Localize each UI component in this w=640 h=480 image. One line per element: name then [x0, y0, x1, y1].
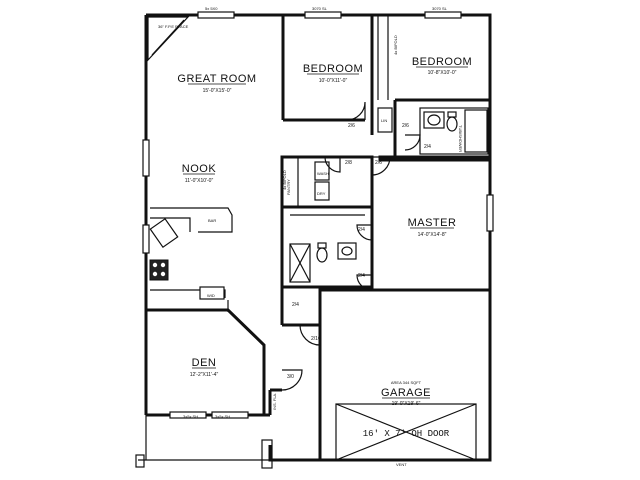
door-label-4: 2/8 — [345, 160, 352, 166]
bedroom1-dim: 10'-0"X11'-0" — [319, 78, 348, 84]
bath-toilet — [446, 116, 458, 132]
kitchen-sink — [149, 217, 179, 249]
window-bedroom-2 — [424, 11, 462, 19]
linen-closet — [377, 107, 393, 133]
den-name: DEN — [192, 357, 217, 369]
room-bedroom-2: BEDROOM 10'-8"X10'-0" — [412, 56, 472, 76]
window-label-2: 3070 SL — [312, 6, 328, 11]
door-label-2: 2/6 — [402, 123, 409, 129]
window-label-3: 3070 SL — [432, 6, 448, 11]
burner-3 — [152, 271, 158, 277]
hall-toilet — [316, 247, 328, 263]
master-dim: 14'-0"X14'-8" — [418, 232, 447, 238]
door-swing-hallbath — [356, 224, 373, 241]
room-bedroom-1: BEDROOM 10'-0"X11'-0" — [303, 63, 363, 84]
garage-area: AREA 344 SQFT — [391, 380, 422, 385]
burner-4 — [160, 271, 166, 277]
door-label-5: 2/6 — [375, 160, 382, 166]
bottom-label: VENT — [396, 462, 407, 467]
door-swing-master — [371, 156, 391, 176]
bedroom2-dim: 10'-8"X10'-0" — [428, 70, 457, 76]
bifold-label: 4x BIFOLD — [282, 170, 287, 190]
door-swing-bedroom1 — [346, 101, 366, 121]
room-nook: NOOK 11'-0"X10'-0" — [182, 163, 217, 184]
great-room-name: GREAT ROOM — [177, 73, 256, 85]
window-great-room — [197, 11, 235, 19]
kitchen-lower-counter — [150, 289, 226, 298]
door-label-7: 2/4 — [358, 273, 365, 279]
bedroom2-name: BEDROOM — [412, 56, 472, 68]
window-den-1 — [169, 411, 207, 419]
bath-sink — [427, 114, 441, 126]
fireplace-inner — [151, 19, 185, 56]
room-den: DEN 12'-2"X11'-4" — [190, 357, 219, 378]
door-swing-closet — [299, 324, 321, 346]
dry-label: DRY — [317, 191, 326, 196]
side-label: INS. FLA. — [272, 393, 277, 410]
pantry-label: PANTRY — [286, 179, 291, 195]
garage-dim: 19'-0"X19'-6" — [392, 401, 421, 407]
door-swing-bath — [404, 134, 421, 151]
garage-door-x2 — [335, 403, 477, 461]
den-dim: 12'-2"X11'-4" — [190, 372, 219, 378]
nook-name: NOOK — [182, 163, 217, 175]
door-swing-laundry — [324, 156, 341, 173]
room-garage: AREA 344 SQFT GARAGE 19'-0"X19'-6" — [381, 380, 431, 407]
outer-wall — [146, 13, 492, 462]
range — [149, 259, 169, 281]
window-master — [486, 194, 494, 232]
refrigerator — [199, 286, 225, 300]
door-label-9: 3/0 — [287, 374, 294, 380]
window-den-2 — [211, 411, 249, 419]
tub-label: TUB/SHOWER — [458, 125, 463, 152]
garage-door-label: 16' X 7' OH DOOR — [363, 429, 450, 439]
door-label-10: 2/10 — [311, 336, 321, 342]
door-label-8: 2/4 — [292, 302, 299, 308]
window-label-den-2: 3x5x SH — [215, 414, 230, 419]
door-swing-entry — [281, 369, 303, 391]
toilet-tank — [447, 111, 457, 118]
door-label-3: 2/4 — [424, 144, 431, 150]
porch-post-2 — [261, 439, 273, 469]
hall-toilet-tank — [317, 242, 327, 249]
garage-door-frame — [335, 403, 477, 461]
nook-dim: 11'-0"X10'-0" — [185, 178, 214, 184]
linen-label: LIN — [381, 118, 387, 123]
kitchen-bar — [150, 207, 233, 233]
bath-room — [419, 107, 489, 155]
burner-1 — [152, 262, 158, 268]
door-swing-master-closet — [356, 274, 373, 291]
tub-shower — [464, 109, 488, 153]
room-great-room: GREAT ROOM 15'-0"X15'-0" — [177, 73, 256, 94]
window-kitchen — [142, 224, 150, 254]
master-name: MASTER — [408, 217, 457, 229]
burner-2 — [160, 262, 166, 268]
window-nook — [142, 139, 150, 177]
washer — [314, 161, 330, 181]
fridge-label: WID — [207, 293, 215, 298]
window-label-1: 5x 5X0 — [205, 6, 218, 11]
porch-post — [135, 454, 145, 468]
bedroom1-name: BEDROOM — [303, 63, 363, 75]
wash-label: WASH — [317, 171, 329, 176]
fireplace-label: 36" F.P.E PLACE — [158, 24, 189, 29]
bar-label: BAR — [208, 218, 216, 223]
shower-x2 — [289, 243, 311, 283]
window-label-den-1: 3x5x SH — [183, 414, 198, 419]
window-bedroom-1 — [304, 11, 342, 19]
bifold-label-2: 4x BIFOLD — [393, 35, 398, 55]
room-master: MASTER 14'-0"X14'-8" — [408, 217, 457, 238]
hall-sink — [341, 246, 353, 256]
door-label-1: 2/6 — [348, 123, 355, 129]
garage-name: GARAGE — [381, 387, 431, 399]
door-label-6: 2/4 — [358, 227, 365, 233]
den-wall — [146, 308, 266, 415]
great-room-dim: 15'-0"X15'-0" — [203, 88, 232, 94]
kitchen-counter — [150, 217, 191, 232]
dryer — [314, 181, 330, 201]
